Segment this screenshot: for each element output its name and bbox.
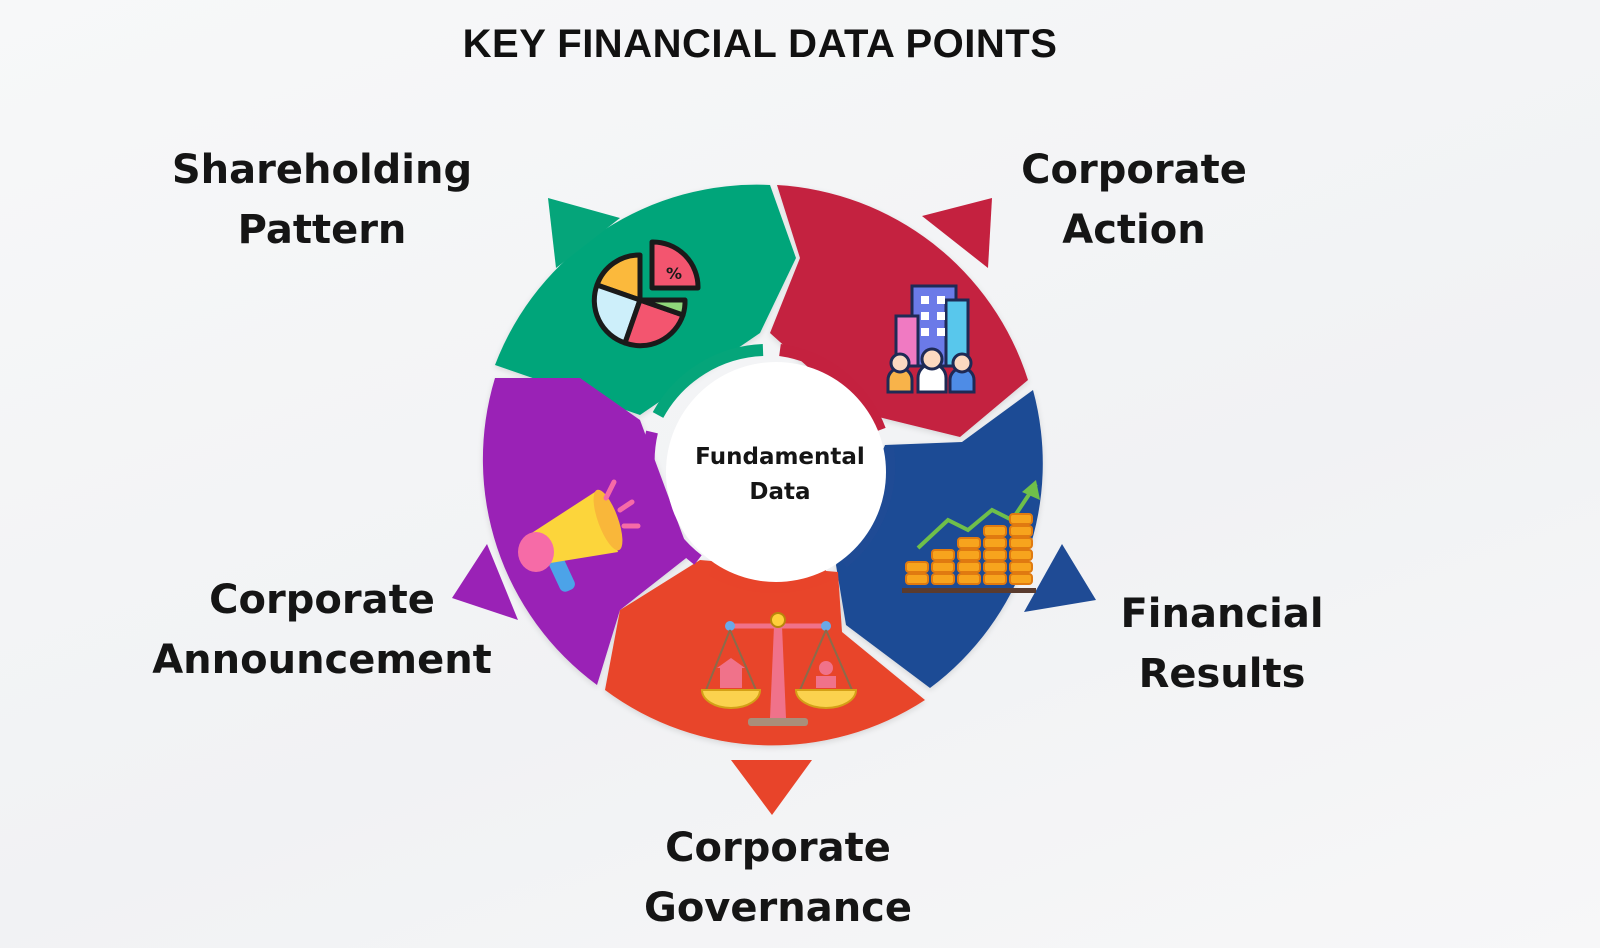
label-shareholding-pattern: Shareholding Pattern	[171, 147, 473, 253]
inner-arc-shareholding	[652, 344, 764, 418]
inner-arc-corporate-governance	[708, 564, 831, 593]
coin-stack-growth-icon	[902, 480, 1040, 593]
inner-arc-corporate-action	[779, 344, 886, 433]
svg-text:%: %	[666, 264, 682, 283]
diagram-title: KEY FINANCIAL DATA POINTS	[462, 22, 1058, 66]
office-buildings-people-icon	[886, 284, 976, 394]
arrowhead-shareholding	[548, 198, 620, 268]
arrowhead-corporate-action	[922, 198, 992, 268]
label-financial-results: Financial Results	[1120, 591, 1324, 697]
arrowhead-financial-results	[1024, 544, 1096, 612]
center-disc	[666, 362, 886, 582]
megaphone-icon	[518, 479, 641, 592]
pie-chart-icon: %	[591, 239, 701, 349]
inner-arc-financial-results	[839, 447, 896, 568]
inner-arc-corporate-announcement	[642, 430, 702, 565]
center-label: Fundamental Data	[695, 444, 865, 505]
label-corporate-announcement: Corporate Announcement	[152, 577, 492, 683]
label-corporate-governance: Corporate Governance	[643, 825, 913, 931]
label-corporate-action: Corporate Action	[1021, 147, 1247, 253]
balance-scale-icon	[700, 612, 858, 726]
arrowhead-corporate-governance	[731, 760, 812, 815]
arrowhead-corporate-announcement	[452, 544, 518, 620]
